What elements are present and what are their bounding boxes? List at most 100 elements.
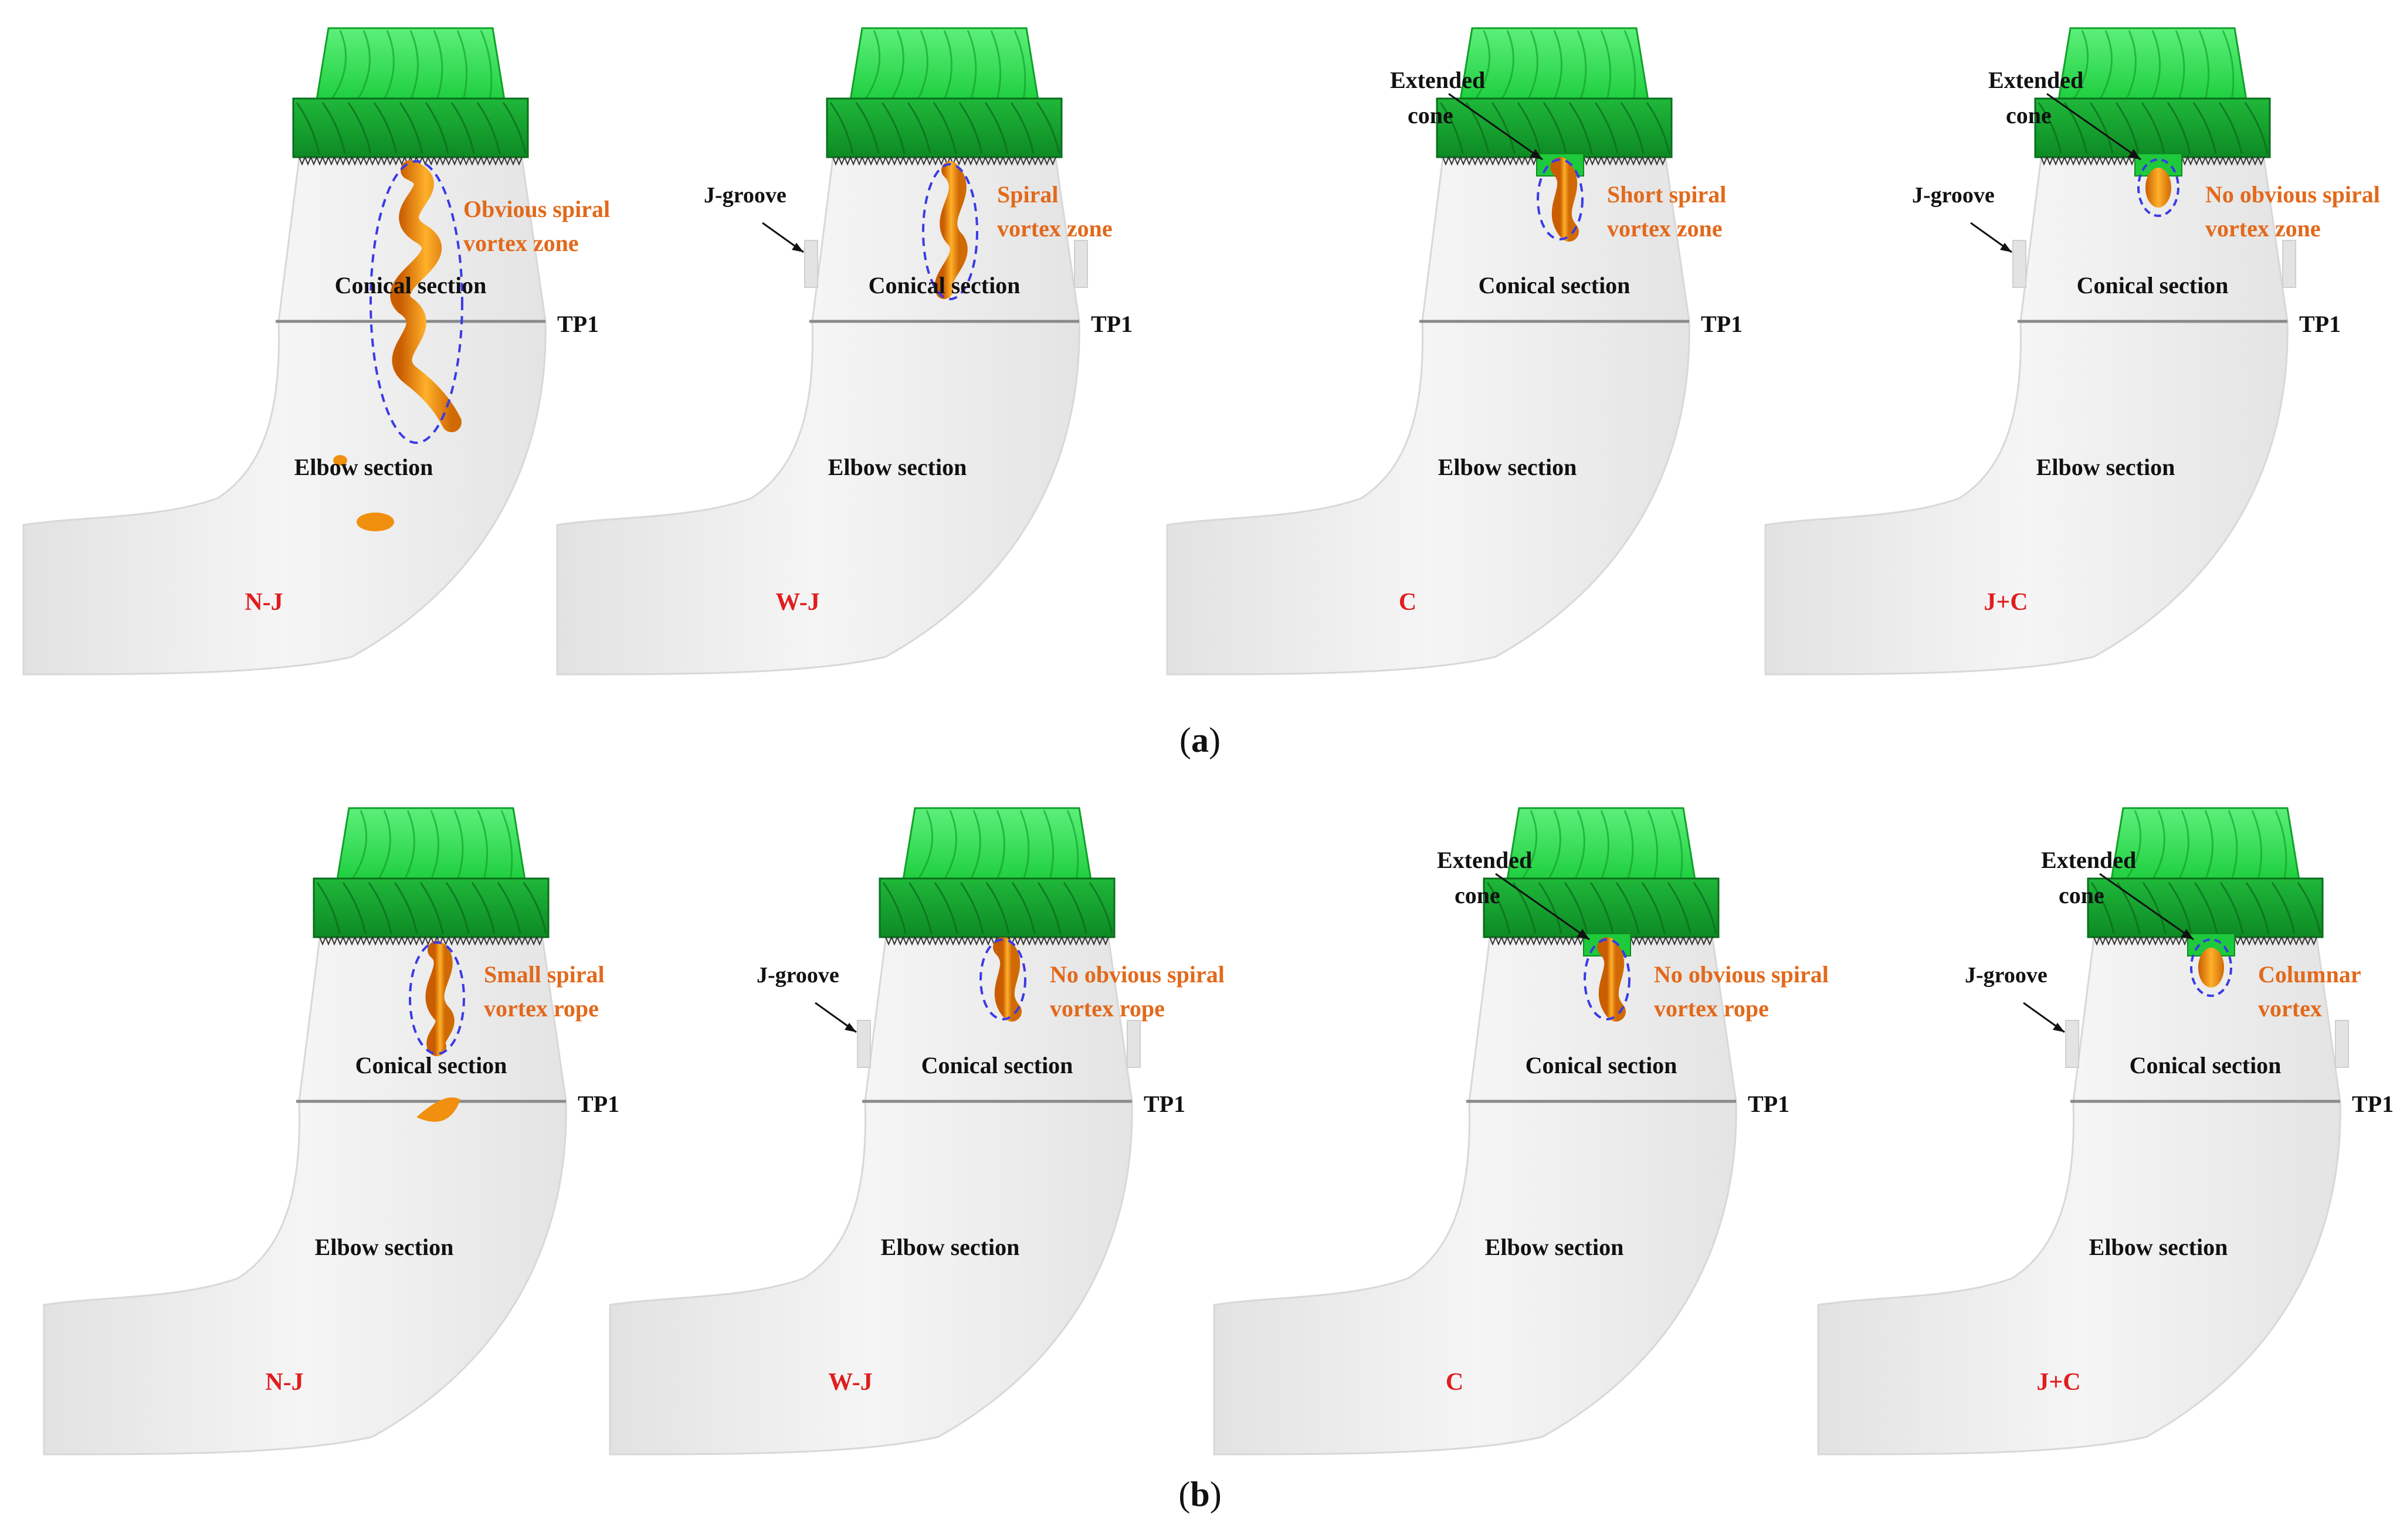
vortex-rope [2145,168,2171,208]
runner-blade [2151,30,2161,100]
runner-blade [2271,882,2296,934]
runner-blade [933,102,957,154]
runner-outlet-edge [885,935,1109,946]
runner-blade [1011,882,1036,934]
runner-blade [2251,810,2263,880]
runner-blade [881,102,906,154]
runner-blade [1615,882,1640,934]
conical-section-label: Conical section [921,1052,1073,1078]
runner-blade [425,102,449,154]
runner-outlet-edge [832,155,1056,166]
runner-blade [2274,810,2287,880]
vortex-label: vortex zone [463,230,579,256]
j-groove [2282,240,2296,288]
draft-tube [1166,157,1690,676]
vortex-zone-ellipse [979,938,1026,1020]
runner-blade [377,810,391,880]
runner-blade [1036,102,1060,154]
draft-tube [1213,937,1737,1456]
runner-blade [864,30,881,100]
vortex-label: Short spiral [1607,181,1726,208]
case-label: C [1399,589,1416,616]
vortex-fragment [333,455,347,466]
j-groove [804,240,818,288]
vortex-label: Small spiral [484,961,605,988]
elbow-section-label: Elbow section [2089,1234,2228,1260]
conical-section-label: Conical section [2130,1052,2282,1078]
runner-blade [1577,30,1587,100]
runner-blade [2151,810,2165,880]
vortex-zone-ellipse [2137,158,2179,217]
runner-blade [471,882,496,934]
runner-blade [1564,882,1588,934]
runner-blade [1066,810,1079,880]
tp1-label: TP1 [578,1091,619,1117]
runner-band [313,877,550,938]
vortex-rope [934,161,968,299]
runner-blade [967,30,977,100]
runner-blade [2175,30,2185,100]
vortex-fragment [357,513,394,531]
runner-blade [1667,882,1691,934]
elbow-section-label: Elbow section [2036,454,2175,480]
runner-blade [934,882,958,934]
pointer-arrowhead [2000,243,2012,252]
runner-blade [1600,810,1609,880]
runner-blade [500,810,513,880]
vortex-rope [993,937,1022,1022]
vortex-label: Obvious spiral [463,196,610,222]
runner-blade [1013,30,1026,100]
runner-blade [1547,810,1561,880]
extended-cone-pointer [1448,93,1543,161]
runner-blade [984,102,1009,154]
tp1-label: TP1 [557,311,599,337]
case-label: N-J [245,589,283,616]
runner-blade [2167,102,2191,154]
vortex-label: vortex rope [1654,995,1769,1022]
runner-blade [394,882,418,934]
vortex-zone-ellipse [409,941,465,1055]
tp1-label: TP1 [1701,311,1743,337]
runner-blade [2245,882,2270,934]
extended-cone-label: Extended [2041,847,2136,873]
runner-blade [2194,882,2218,934]
vortex-label: vortex zone [1607,215,1723,242]
runner-blade [357,30,371,100]
runner-outlet-edge [319,935,543,946]
conical-section-label: Conical section [869,272,1021,298]
pointer-arrowhead [2128,149,2141,160]
draft-tube [22,157,547,676]
elbow-section-label: Elbow section [881,1234,1020,1260]
runner-blade [1019,810,1030,880]
vortex-zone-ellipse [922,163,978,300]
runner-blade [943,30,952,100]
tp1-label: TP1 [1144,1091,1185,1117]
runner-band [879,877,1116,938]
runner-blade [430,810,439,880]
case-label: J+C [1984,589,2028,616]
runner-blade [943,810,957,880]
runner-band [2034,97,2271,158]
vortex-rope [1597,937,1626,1022]
runner-blade [829,102,854,154]
draft-tube [609,937,1133,1456]
runner-blade [1693,882,1717,934]
runner-blade [2072,30,2089,100]
runner-blade [2198,30,2210,100]
pointer-arrowhead [792,243,804,252]
j-groove [2012,240,2026,288]
pointer-arrowhead [2053,1023,2065,1032]
runner-blade [404,810,415,880]
pointer-arrowhead [2181,929,2194,939]
runner-band [826,97,1063,158]
conical-section-label: Conical section [1526,1052,1677,1078]
runner-blade [330,30,347,100]
vortex-rope [425,941,455,1056]
pointer-arrowhead [1577,929,1589,939]
runner-blade [1089,882,1113,934]
case-label: C [1446,1369,1463,1396]
